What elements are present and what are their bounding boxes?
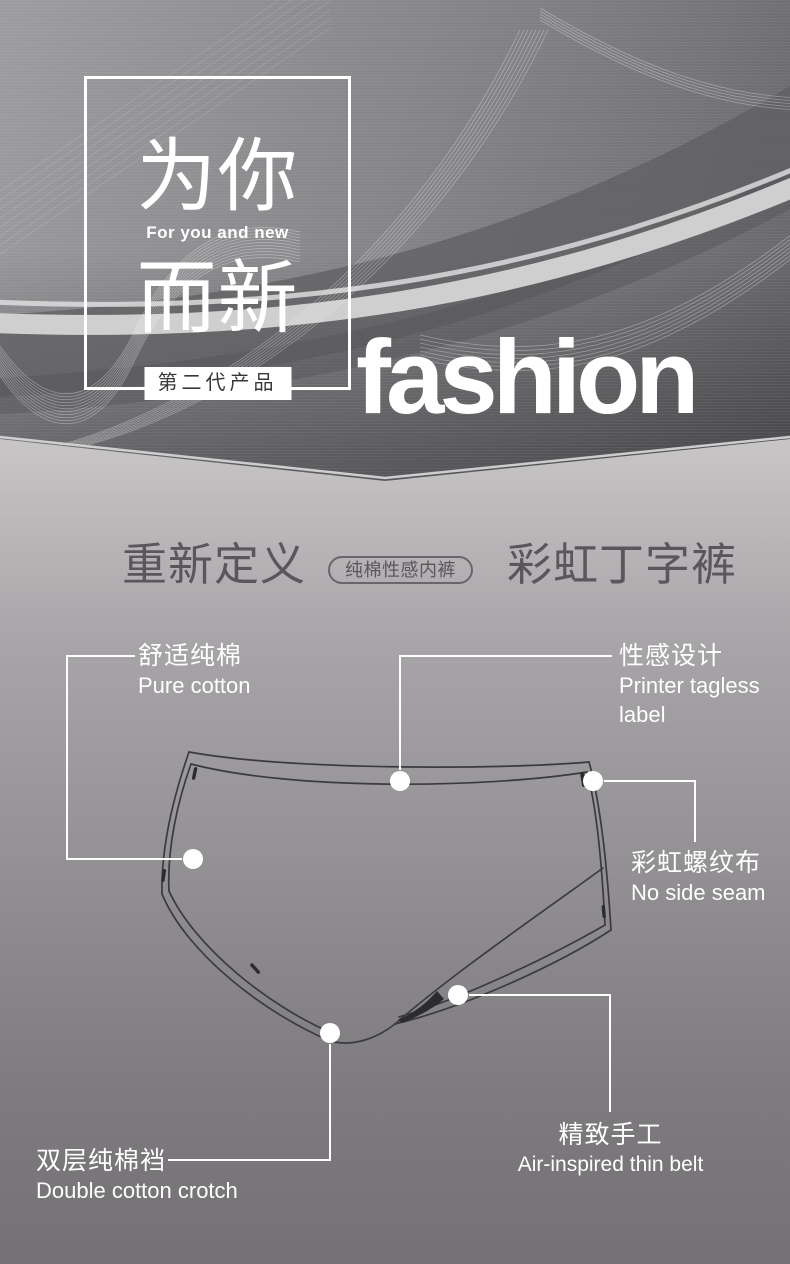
feature-label-pure-cotton: 舒适纯棉 Pure cotton: [138, 641, 251, 700]
feature-zh: 彩虹螺纹布: [631, 849, 762, 877]
callout-line-no-side-seam: [604, 780, 696, 842]
callout-dot-thin-belt: [448, 985, 468, 1005]
seam-marks: [161, 767, 606, 1023]
callout-dots: [183, 771, 603, 1043]
callout-dot-double-crotch: [320, 1023, 340, 1043]
feature-zh: 性感设计: [619, 642, 724, 670]
feature-en: No side seam: [631, 880, 766, 905]
feature-zh: 舒适纯棉: [138, 642, 243, 670]
feature-zh: 精致手工: [558, 1121, 663, 1149]
feature-en: Printer tagless label: [619, 673, 760, 727]
callout-line-thin-belt: [469, 994, 611, 1112]
underwear-line-drawing: [161, 751, 612, 1044]
feature-en: Air-inspired thin belt: [517, 1153, 704, 1176]
section-divider-highlight: [0, 435, 790, 480]
generation-tag: 第二代产品: [144, 367, 291, 400]
callout-dot-pure-cotton: [183, 849, 203, 869]
feature-label-no-side-seam: 彩虹螺纹布 No side seam: [631, 848, 766, 907]
callout-line-pure-cotton: [66, 655, 182, 860]
slogan-subtitle: For you and new: [146, 223, 289, 242]
callout-lines: [66, 655, 696, 1161]
feature-label-double-crotch: 双层纯棉裆 Double cotton crotch: [36, 1146, 238, 1205]
slogan-line1: 为你: [136, 132, 299, 221]
fashion-word: fashion: [356, 319, 699, 436]
slogan-frame: 为你 For you and new 而新 第二代产品: [84, 76, 351, 400]
callout-line-double-crotch: [168, 1044, 331, 1161]
headline-right: 彩虹丁字裤: [507, 539, 738, 590]
feature-en: Double cotton crotch: [36, 1178, 238, 1203]
light-band: [0, 166, 790, 335]
feature-en: Pure cotton: [138, 673, 251, 698]
headline-badge: 纯棉性感内裤: [328, 556, 473, 584]
headline-left: 重新定义: [122, 539, 307, 590]
feature-label-thin-belt: 精致手工 Air-inspired thin belt: [508, 1120, 713, 1179]
callout-dot-no-side-seam: [583, 771, 603, 791]
feature-label-tagless: 性感设计 Printer tagless label: [619, 641, 790, 729]
callout-dot-tagless: [390, 771, 410, 791]
light-band-edge: [0, 155, 790, 307]
slogan-line2: 而新: [136, 254, 299, 343]
hero-banner: 为你 For you and new 而新 第二代产品 fashion: [0, 0, 790, 481]
callout-line-tagless: [399, 655, 612, 770]
feature-zh: 双层纯棉裆: [36, 1147, 167, 1175]
